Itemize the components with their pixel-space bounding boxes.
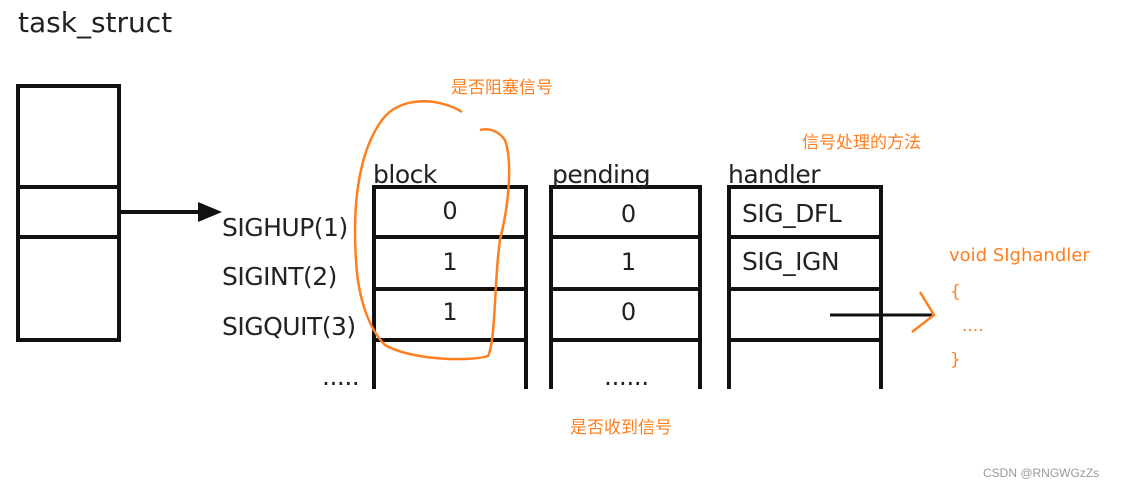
pending-cell: 0 — [620, 298, 637, 326]
block-cell: 1 — [442, 298, 458, 326]
block-annotation: 是否阻塞信号 — [451, 78, 553, 98]
signal-label: SIGINT(2) — [222, 262, 337, 291]
signal-label: SIGQUIT(3) — [222, 312, 356, 341]
orange-arrowhead-icon — [911, 291, 936, 333]
function-open-brace: { — [950, 282, 961, 302]
handler-header: handler — [728, 160, 820, 189]
signal-label: SIGHUP(1) — [222, 213, 348, 242]
block-highlight-circle — [353, 100, 511, 361]
pending-more: ...... — [604, 362, 649, 391]
pending-header: pending — [552, 160, 651, 189]
block-cell: 0 — [442, 197, 458, 225]
handler-annotation: 信号处理的方法 — [802, 133, 921, 153]
pending-cell: 1 — [620, 248, 637, 276]
task-struct-box — [16, 84, 121, 342]
arrowhead-icon — [198, 202, 222, 222]
task-struct-title: task_struct — [18, 6, 173, 39]
handler-cell: SIG_DFL — [742, 199, 842, 228]
block-header: block — [373, 160, 437, 189]
pending-annotation: 是否收到信号 — [570, 418, 672, 438]
handler-function-signature: void SIghandler — [949, 245, 1090, 266]
block-cell: 1 — [442, 248, 458, 276]
pending-cell: 0 — [620, 200, 637, 228]
more-signals: ..... — [322, 362, 360, 391]
function-body: .... — [962, 316, 984, 336]
function-close-brace: } — [950, 350, 961, 370]
handler-cell: SIG_IGN — [742, 247, 840, 276]
watermark: CSDN @RNGWGzZs — [983, 466, 1100, 480]
